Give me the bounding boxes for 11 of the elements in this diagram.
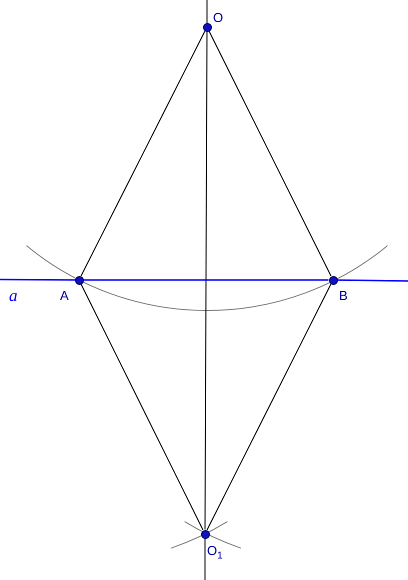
line-segment (204, 31, 208, 530)
line-label: a (9, 287, 18, 305)
point-label: O$_{1}$ (207, 543, 223, 564)
point-label: A (60, 288, 69, 303)
point-label: B (339, 288, 348, 303)
point-label: O (213, 10, 224, 25)
line-segment (84, 279, 328, 281)
line-segment (80, 30, 206, 276)
line-segment (206, 284, 332, 530)
line-segment (80, 284, 204, 530)
line-segment (208, 30, 332, 276)
